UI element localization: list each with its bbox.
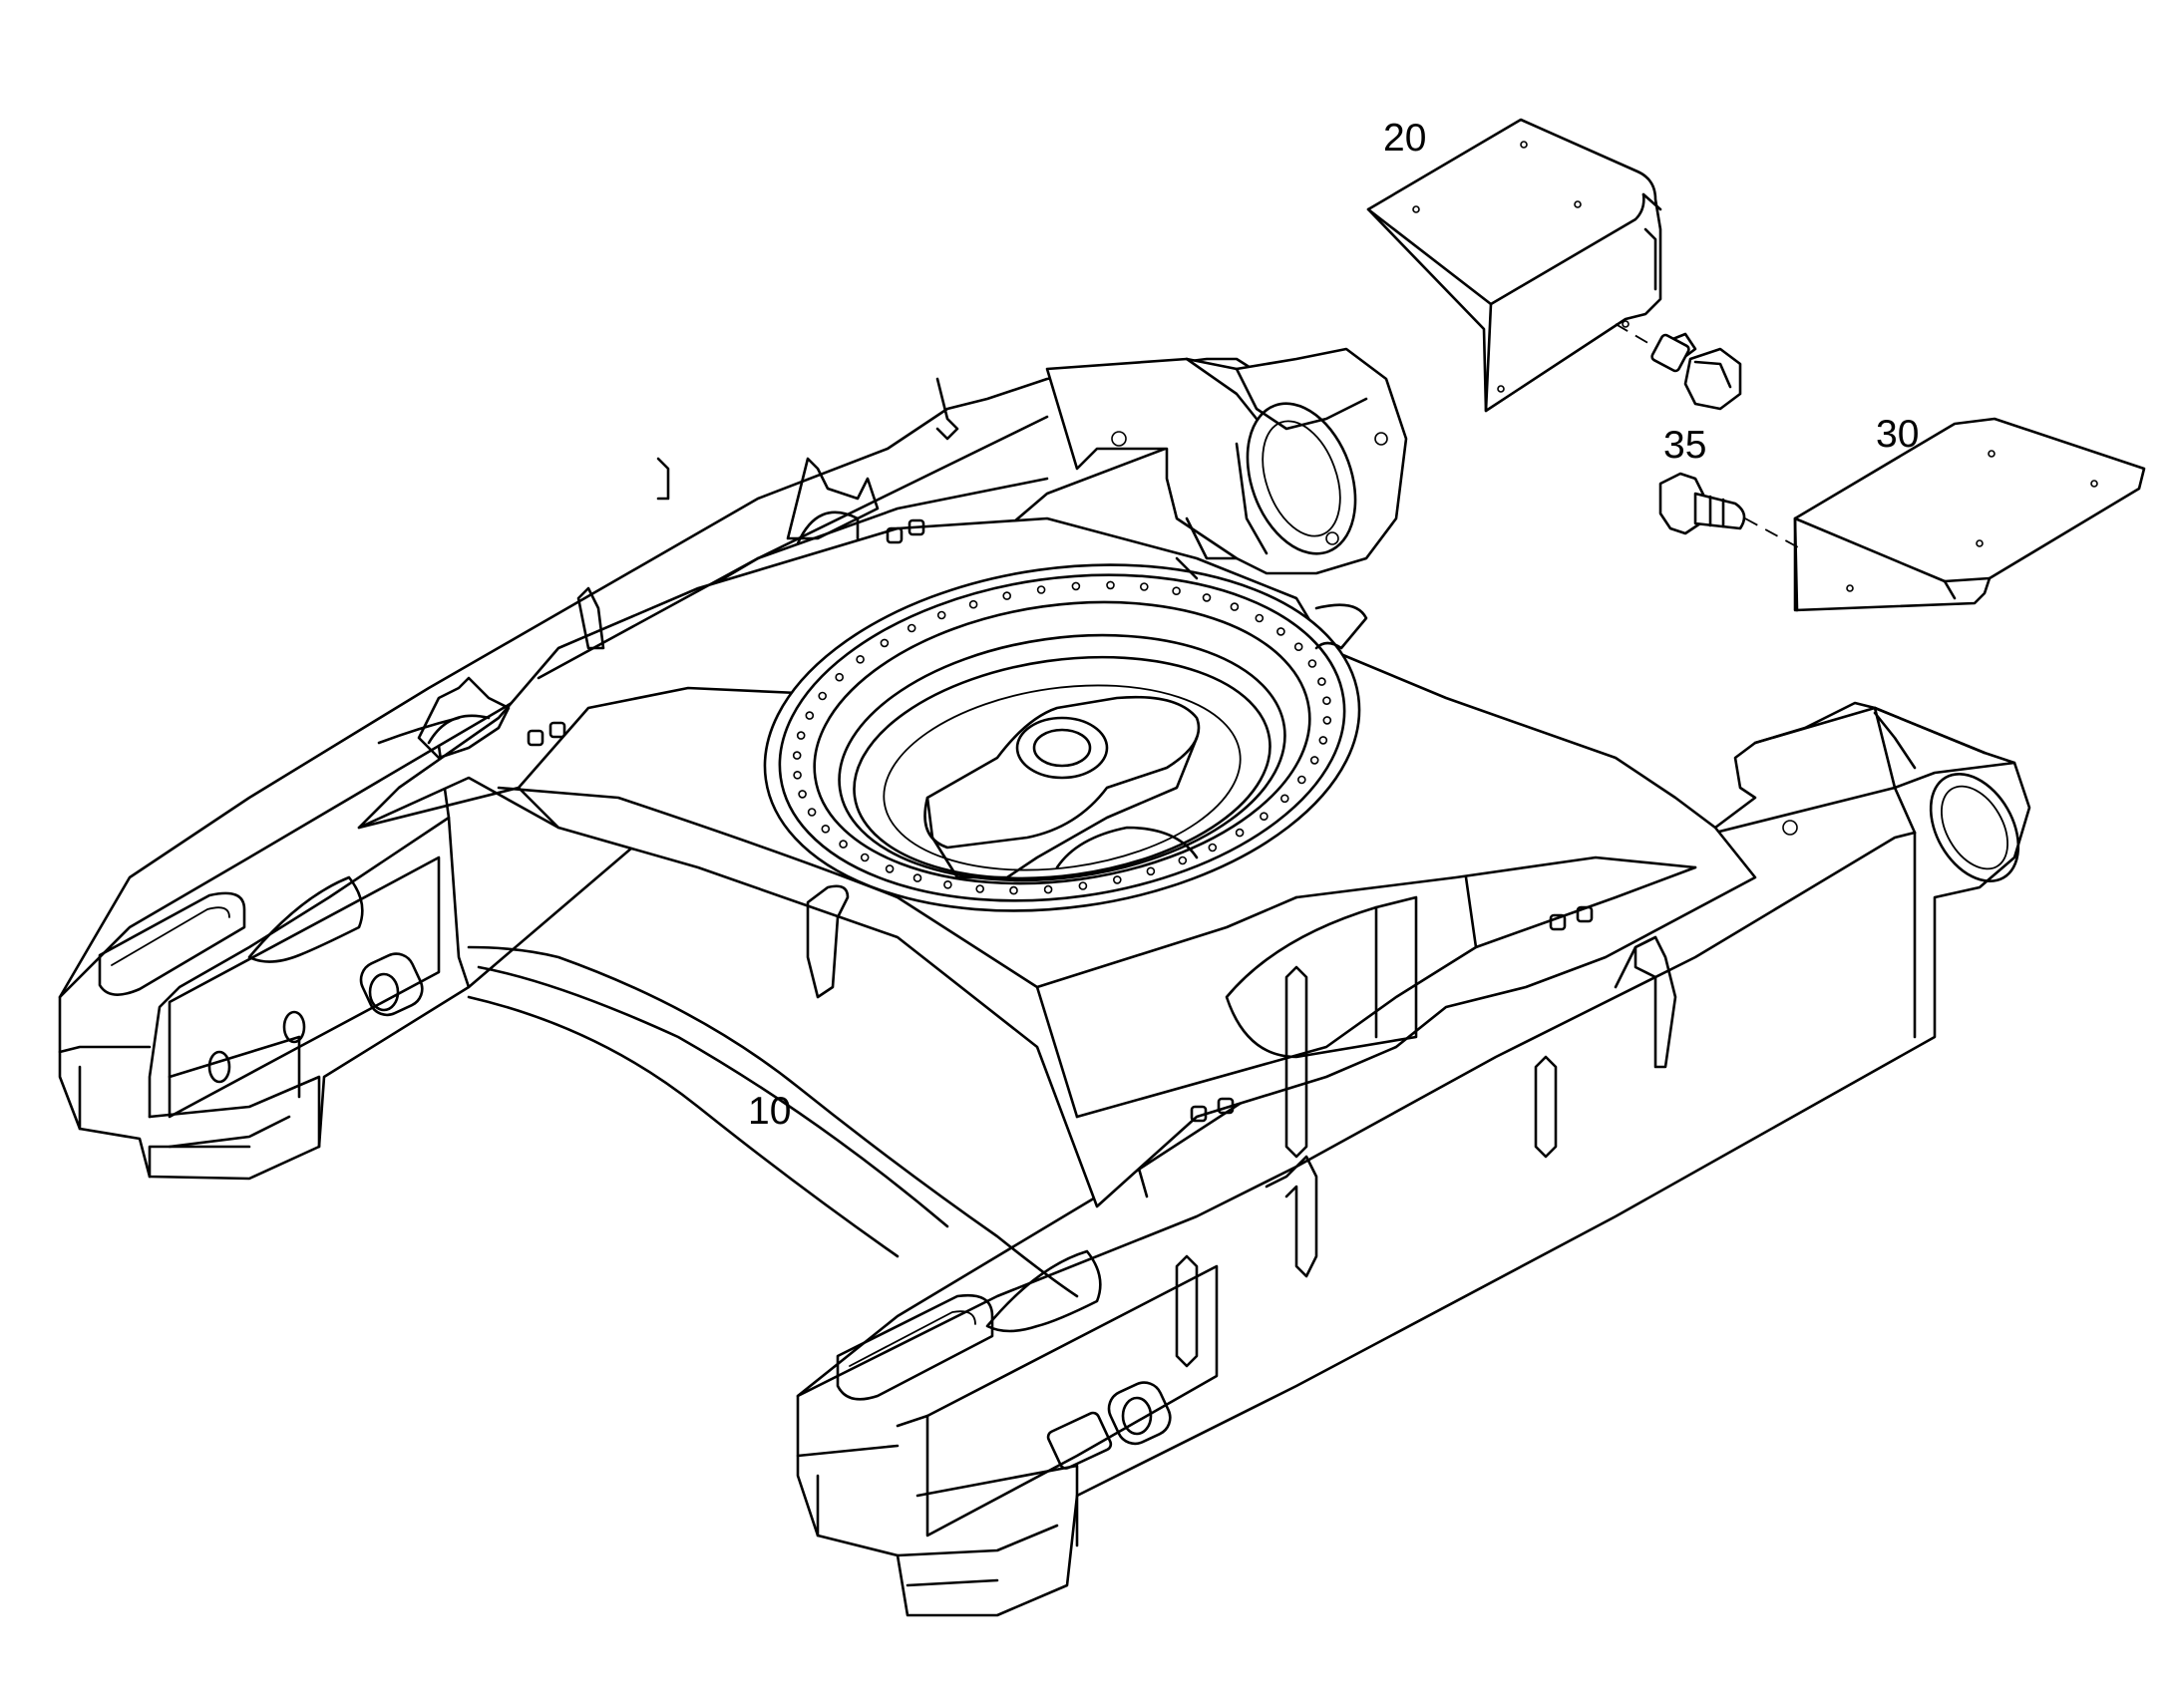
bolt-hole [798,790,807,799]
bolt-hole [1307,659,1317,668]
bolt-hole [1208,843,1218,853]
bolt-hole [818,691,828,701]
bolt-hole [907,623,916,633]
bolt-hole [880,638,890,648]
bolt-hole [1230,602,1240,611]
bolt-hole [1172,586,1181,596]
cover-part-30 [1793,417,2146,612]
bolt-hole [943,879,952,889]
bolt-hole [1297,775,1306,785]
bolt-hole [1140,582,1149,591]
bolt-hole [1106,580,1115,590]
bolt-hole [839,840,848,849]
bolt-hole [1309,756,1319,765]
undercarriage-frame [58,347,2031,1617]
bolt-hole [860,853,870,862]
bolt-hole [1235,828,1245,838]
bolt-hole [1322,716,1332,725]
bolt-hole [1036,585,1046,594]
track-guide-brackets [417,377,1677,1368]
bolt-hole [856,654,865,664]
bolt-hole [1002,591,1012,600]
bolt-hole [1293,642,1303,652]
bolt-hole [968,599,978,609]
bolt-hole [792,751,802,760]
bolt-hole [912,873,922,882]
bolt-hole [936,610,946,620]
bolt-part-35-lower [1658,472,1801,549]
bolt-hole [835,672,845,682]
bolt-hole [975,884,985,893]
bolt-hole [807,808,817,817]
bolt-hole [1318,736,1328,745]
bolt-hole [805,711,815,720]
bolt-hole [885,864,895,873]
bolt-hole [1078,881,1088,890]
bolt-hole [796,731,806,740]
bolt-hole [1276,627,1285,636]
swing-ring-bolt-holes [792,580,1332,895]
callout-20: 20 [1383,117,1426,160]
rear-idler-housing [1045,347,1408,580]
swing-ring [763,563,1368,912]
bolt-hole [1178,855,1188,865]
bolt-hole [1202,593,1212,602]
bolt-hole [1113,875,1122,884]
bolt-hole [793,770,802,780]
bolt-hole [1146,866,1156,876]
bolt-hole [1043,884,1053,894]
callout-30: 30 [1876,413,1919,456]
bolt-part-35-upper [1615,323,1742,411]
bolt-hole [1322,696,1331,706]
bolt-hole [1260,812,1269,822]
bolt-hole [821,824,831,834]
bolt-hole [1280,794,1289,804]
cover-part-20 [1366,118,1662,413]
bolt-hole [1009,885,1018,895]
bolt-hole [1317,677,1326,686]
bolt-hole [1255,613,1265,623]
callout-35: 35 [1663,424,1706,467]
callout-10: 10 [748,1090,791,1133]
bolt-hole [1071,581,1081,591]
